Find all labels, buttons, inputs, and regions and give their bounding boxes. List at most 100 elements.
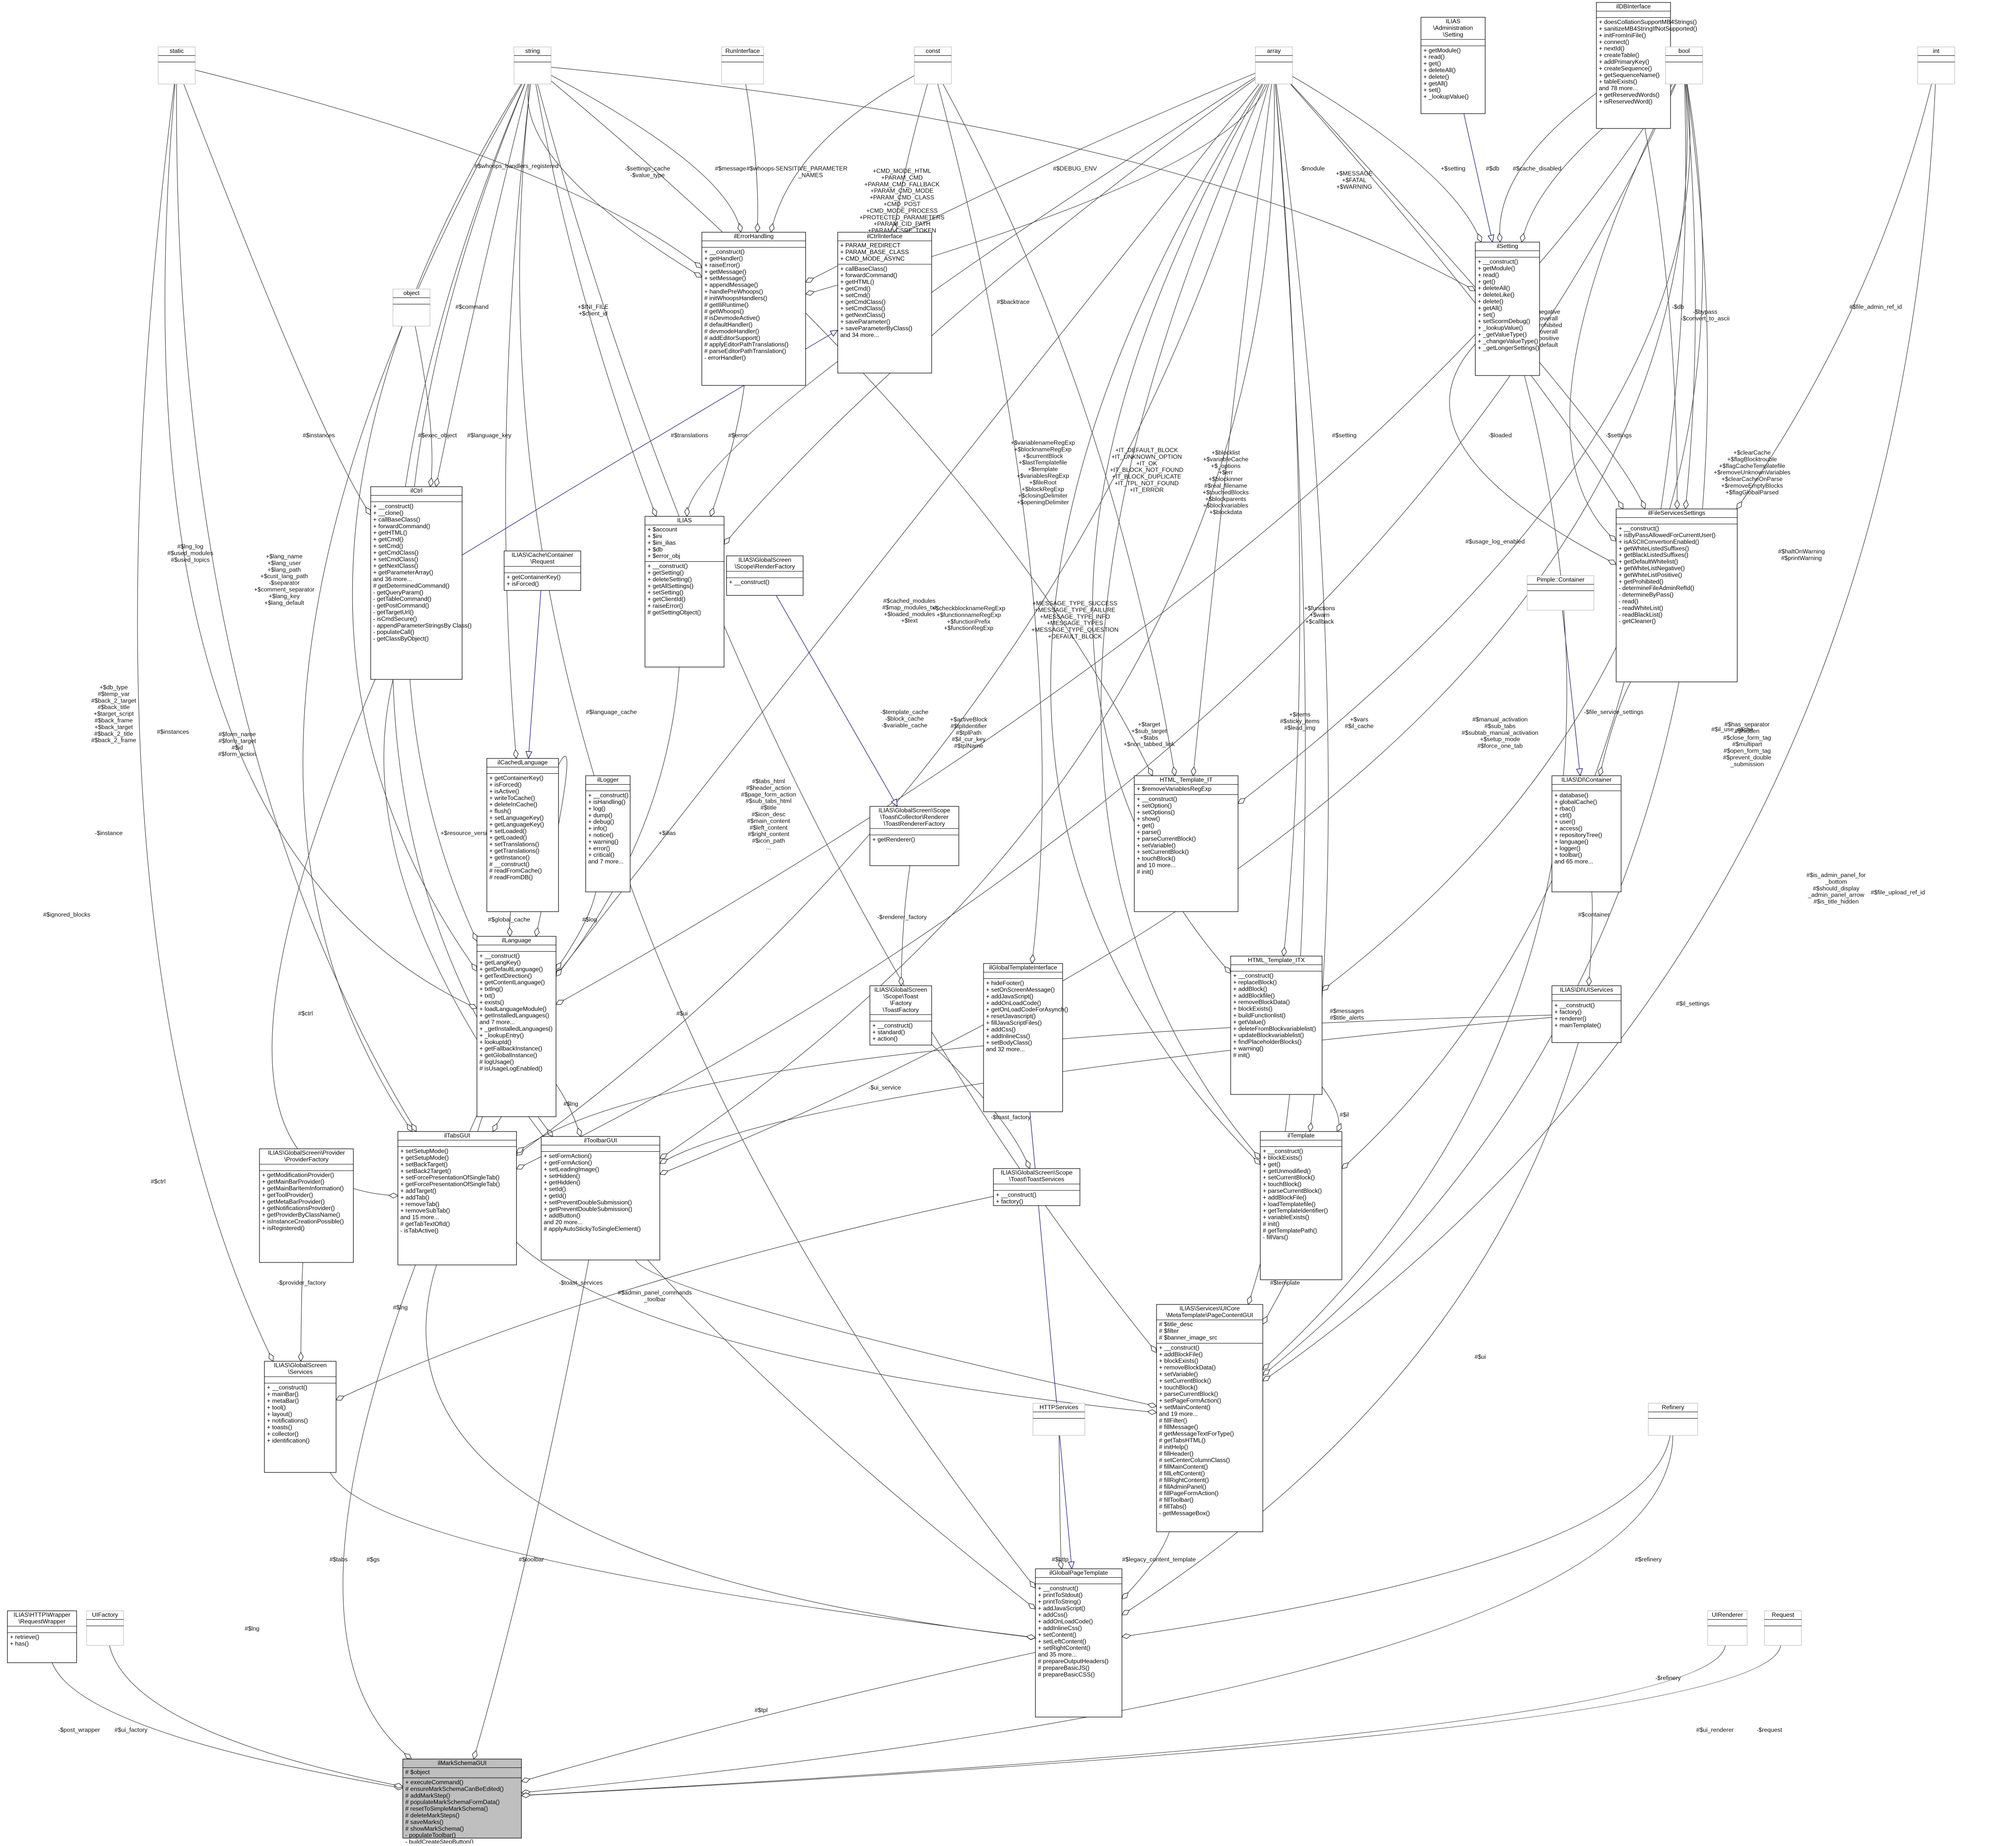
class-node-runinterface[interactable]: RunInterface	[721, 46, 764, 84]
class-method: + repositoryTree()	[1554, 832, 1602, 839]
class-title: Request	[1772, 1611, 1795, 1618]
class-node-dicontainer[interactable]: ILIAS\DI\Container+ database()+ globalCa…	[1551, 775, 1622, 892]
class-node-ilglobaltemplateinterface[interactable]: ilGlobalTemplateInterface+ hideFooter()+…	[983, 963, 1068, 1112]
class-box	[585, 775, 631, 892]
class-node-object[interactable]: object	[392, 289, 430, 327]
class-node-uirenderer[interactable]: UIRenderer	[1707, 1610, 1748, 1646]
class-node-ilcachedlanguage[interactable]: ilCachedLanguage+ getContainerKey()+ isF…	[486, 758, 559, 912]
edge-label-line: +CMD_MODE_HTML	[873, 168, 931, 174]
class-node-refinery[interactable]: Refinery	[1648, 1403, 1698, 1436]
class-method: + getBlackListedSuffixes()	[1619, 551, 1688, 558]
class-node-request[interactable]: Request	[1764, 1610, 1802, 1646]
class-node-pimplecontainer[interactable]: Pimple::Container	[1527, 575, 1594, 611]
class-node-ilglobalpagetemplate[interactable]: ilGlobalPageTemplate+ __construct()+ pri…	[1035, 1568, 1122, 1718]
edge-label-line: -$file_service_settings	[1584, 709, 1644, 715]
class-node-cachecontainerrequest[interactable]: ILIAS\Cache\Container\Request+ getContai…	[504, 550, 581, 591]
class-node-int[interactable]: int	[1917, 46, 1955, 84]
edge-label: #$exec_object	[418, 432, 457, 439]
edge-label-line: -$settings_cache	[625, 165, 670, 172]
class-method: + getCmdClass()	[373, 549, 419, 556]
edge-request-to-ilmarkschemagui	[521, 1645, 1781, 1796]
edge-label: #$translations	[671, 432, 708, 439]
edge-label-line: #$ui	[1474, 1353, 1486, 1360]
edge-label-line: +$clearCache	[1733, 449, 1771, 456]
edge-label-line: +$lang_name	[266, 553, 302, 560]
class-node-toastrendererfactory[interactable]: ILIAS\GlobalScreen\Scope\Toast\Collector…	[869, 806, 959, 866]
edge-label-line: #$used_topics	[171, 556, 210, 563]
class-method: + __construct()	[479, 953, 520, 960]
edge-static-to-ilctrl	[183, 84, 371, 515]
edge-label: #$template	[1270, 1279, 1300, 1286]
class-node-htmltemplateitx[interactable]: HTML_Template_ITX+ __construct()+ replac…	[1230, 956, 1323, 1095]
edge-label-line: #$translations	[671, 432, 708, 439]
class-node-toastservices[interactable]: ILIAS\GlobalScreen\Scope\Toast\ToastServ…	[993, 1168, 1080, 1206]
class-node-htmltemplateit[interactable]: HTML_Template_IT+ $removeVariablesRegExp…	[1134, 775, 1239, 912]
class-node-diuiservices[interactable]: ILIAS\DI\UIServices+ __construct()+ fact…	[1551, 985, 1622, 1043]
class-method: # initWhoopsHandlers()	[704, 294, 767, 301]
class-method: - appendParameterStringsBy Class()	[373, 622, 472, 629]
class-method: + setCurrentBlock()	[1263, 1174, 1315, 1181]
edge-diuiservices-to-iltoolbargui	[660, 1017, 1552, 1164]
edge-label-line: #$close_form_tag	[1723, 734, 1771, 741]
edge-label-line: #$haltOnWarning	[1778, 548, 1825, 555]
edge-static-to-ilerrorhandling	[195, 70, 702, 268]
class-node-ilsetting[interactable]: ilSetting+ __construct()+ getModule()+ r…	[1475, 242, 1540, 376]
class-node-array[interactable]: array	[1255, 46, 1293, 84]
class-attribute: + $ini	[647, 533, 662, 540]
class-method: + __construct()	[1478, 258, 1518, 265]
class-node-bool[interactable]: bool	[1665, 46, 1703, 84]
class-method: + deleteInCache()	[489, 801, 537, 808]
class-node-ilctrl[interactable]: ilCtrl+ __construct()+ __clone()+ callBa…	[370, 486, 472, 680]
class-node-iltemplate[interactable]: ilTemplate+ __construct()+ blockExists()…	[1260, 1131, 1342, 1280]
class-node-httpservices[interactable]: HTTPServices	[1032, 1403, 1085, 1436]
class-method: + getLoaded()	[489, 834, 527, 841]
class-node-illogger[interactable]: ilLogger+ __construct()+ isHandling()+ l…	[585, 775, 631, 892]
class-node-providerfactory[interactable]: ILIAS\GlobalScreen\Provider\ProviderFact…	[259, 1148, 354, 1263]
edge-label-line: #$instances	[157, 728, 189, 735]
edge-label: -SENSITIVE_PARAMETER_NAMES	[773, 165, 848, 178]
class-method: + set()	[1478, 311, 1495, 318]
class-node-requestwrapper[interactable]: ILIAS\HTTP\Wrapper\RequestWrapper+ retri…	[7, 1610, 77, 1663]
class-method: + getModule()	[1478, 265, 1515, 272]
class-method: # fillMessage()	[1159, 1424, 1198, 1430]
class-box	[1134, 775, 1239, 912]
class-node-iltabsgui[interactable]: ilTabsGUI+ setSetupMode()+ getSetupMode(…	[397, 1131, 517, 1265]
edge-label-line: #$lng	[563, 1100, 578, 1107]
edge-label-line: -$loaded	[1488, 432, 1511, 439]
class-node-ilerrorhandling[interactable]: ilErrorHandling+ __construct()+ getHandl…	[701, 232, 806, 386]
class-node-static[interactable]: static	[158, 46, 196, 84]
edge-label-line: #$il_use_cache	[1712, 726, 1754, 733]
edge-label: #$ctrl	[151, 1178, 166, 1185]
class-node-ilias[interactable]: ILIAS+ $account+ $ini+ $ini_ilias+ $db+ …	[644, 516, 725, 668]
class-method: + getInstalledLanguages()	[479, 1012, 549, 1019]
class-node-illanguage[interactable]: ilLanguage+ __construct()+ getLangKey()+…	[476, 936, 557, 1117]
class-node-admsetting[interactable]: ILIAS\Administration\Setting+ getModule(…	[1420, 17, 1486, 114]
class-node-ildbinterface[interactable]: ilDBInterface+ doesCollationSupportMB4St…	[1596, 2, 1697, 129]
class-node-uifactory[interactable]: UIFactory	[86, 1610, 124, 1646]
class-node-ilctrlinterface[interactable]: ilCtrlInterface+ PARAM_REDIRECT+ PARAM_B…	[837, 232, 932, 374]
edge-ilerrorhandling-to-ilias	[711, 385, 745, 516]
class-method: # fillAdminPanel()	[1159, 1483, 1206, 1490]
class-node-ilfileservicessettings[interactable]: ilFileServicesSettings+ __construct()+ i…	[1616, 508, 1738, 682]
class-method: + addTarget()	[400, 1187, 436, 1194]
class-node-gsservices[interactable]: ILIAS\GlobalScreen\Services+ __construct…	[264, 1361, 337, 1473]
edge-label-line: -$module	[1300, 165, 1325, 172]
class-method: + getReservedWords()	[1599, 91, 1660, 98]
edge-label: #$ui	[1474, 1353, 1486, 1360]
class-method: + setCmdClass()	[373, 556, 418, 563]
edge-label-line: #$ignored_blocks	[43, 911, 90, 918]
class-title-part: ILIAS\GlobalScreen\Provider	[268, 1149, 345, 1156]
class-node-string[interactable]: string	[514, 46, 552, 84]
class-node-pagecontentgui[interactable]: ILIAS\Services\UICore\MetaTemplate\PageC…	[1156, 1304, 1263, 1532]
edge-label-line: +$ilias	[659, 830, 676, 837]
class-title-text: ilErrorHandling	[734, 233, 774, 240]
class-node-renderfactory[interactable]: ILIAS\GlobalScreen\Scope\RenderFactory+ …	[726, 555, 804, 596]
class-box	[1032, 1403, 1085, 1436]
class-node-toastfactory[interactable]: ILIAS\GlobalScreen\Scope\Toast\Factory\T…	[869, 985, 932, 1046]
class-node-iltoolbargui[interactable]: ilToolbarGUI+ setFormAction()+ getFormAc…	[541, 1136, 660, 1260]
edge-label-line: #$left_content	[750, 824, 788, 831]
class-node-ilmarkschemagui[interactable]: ilMarkSchemaGUI# $object+ executeCommand…	[402, 1759, 522, 1846]
class-node-const[interactable]: const	[914, 46, 952, 84]
class-title-text: static	[170, 47, 183, 54]
edge-toastfactory-to-toastservices	[931, 1044, 1029, 1169]
